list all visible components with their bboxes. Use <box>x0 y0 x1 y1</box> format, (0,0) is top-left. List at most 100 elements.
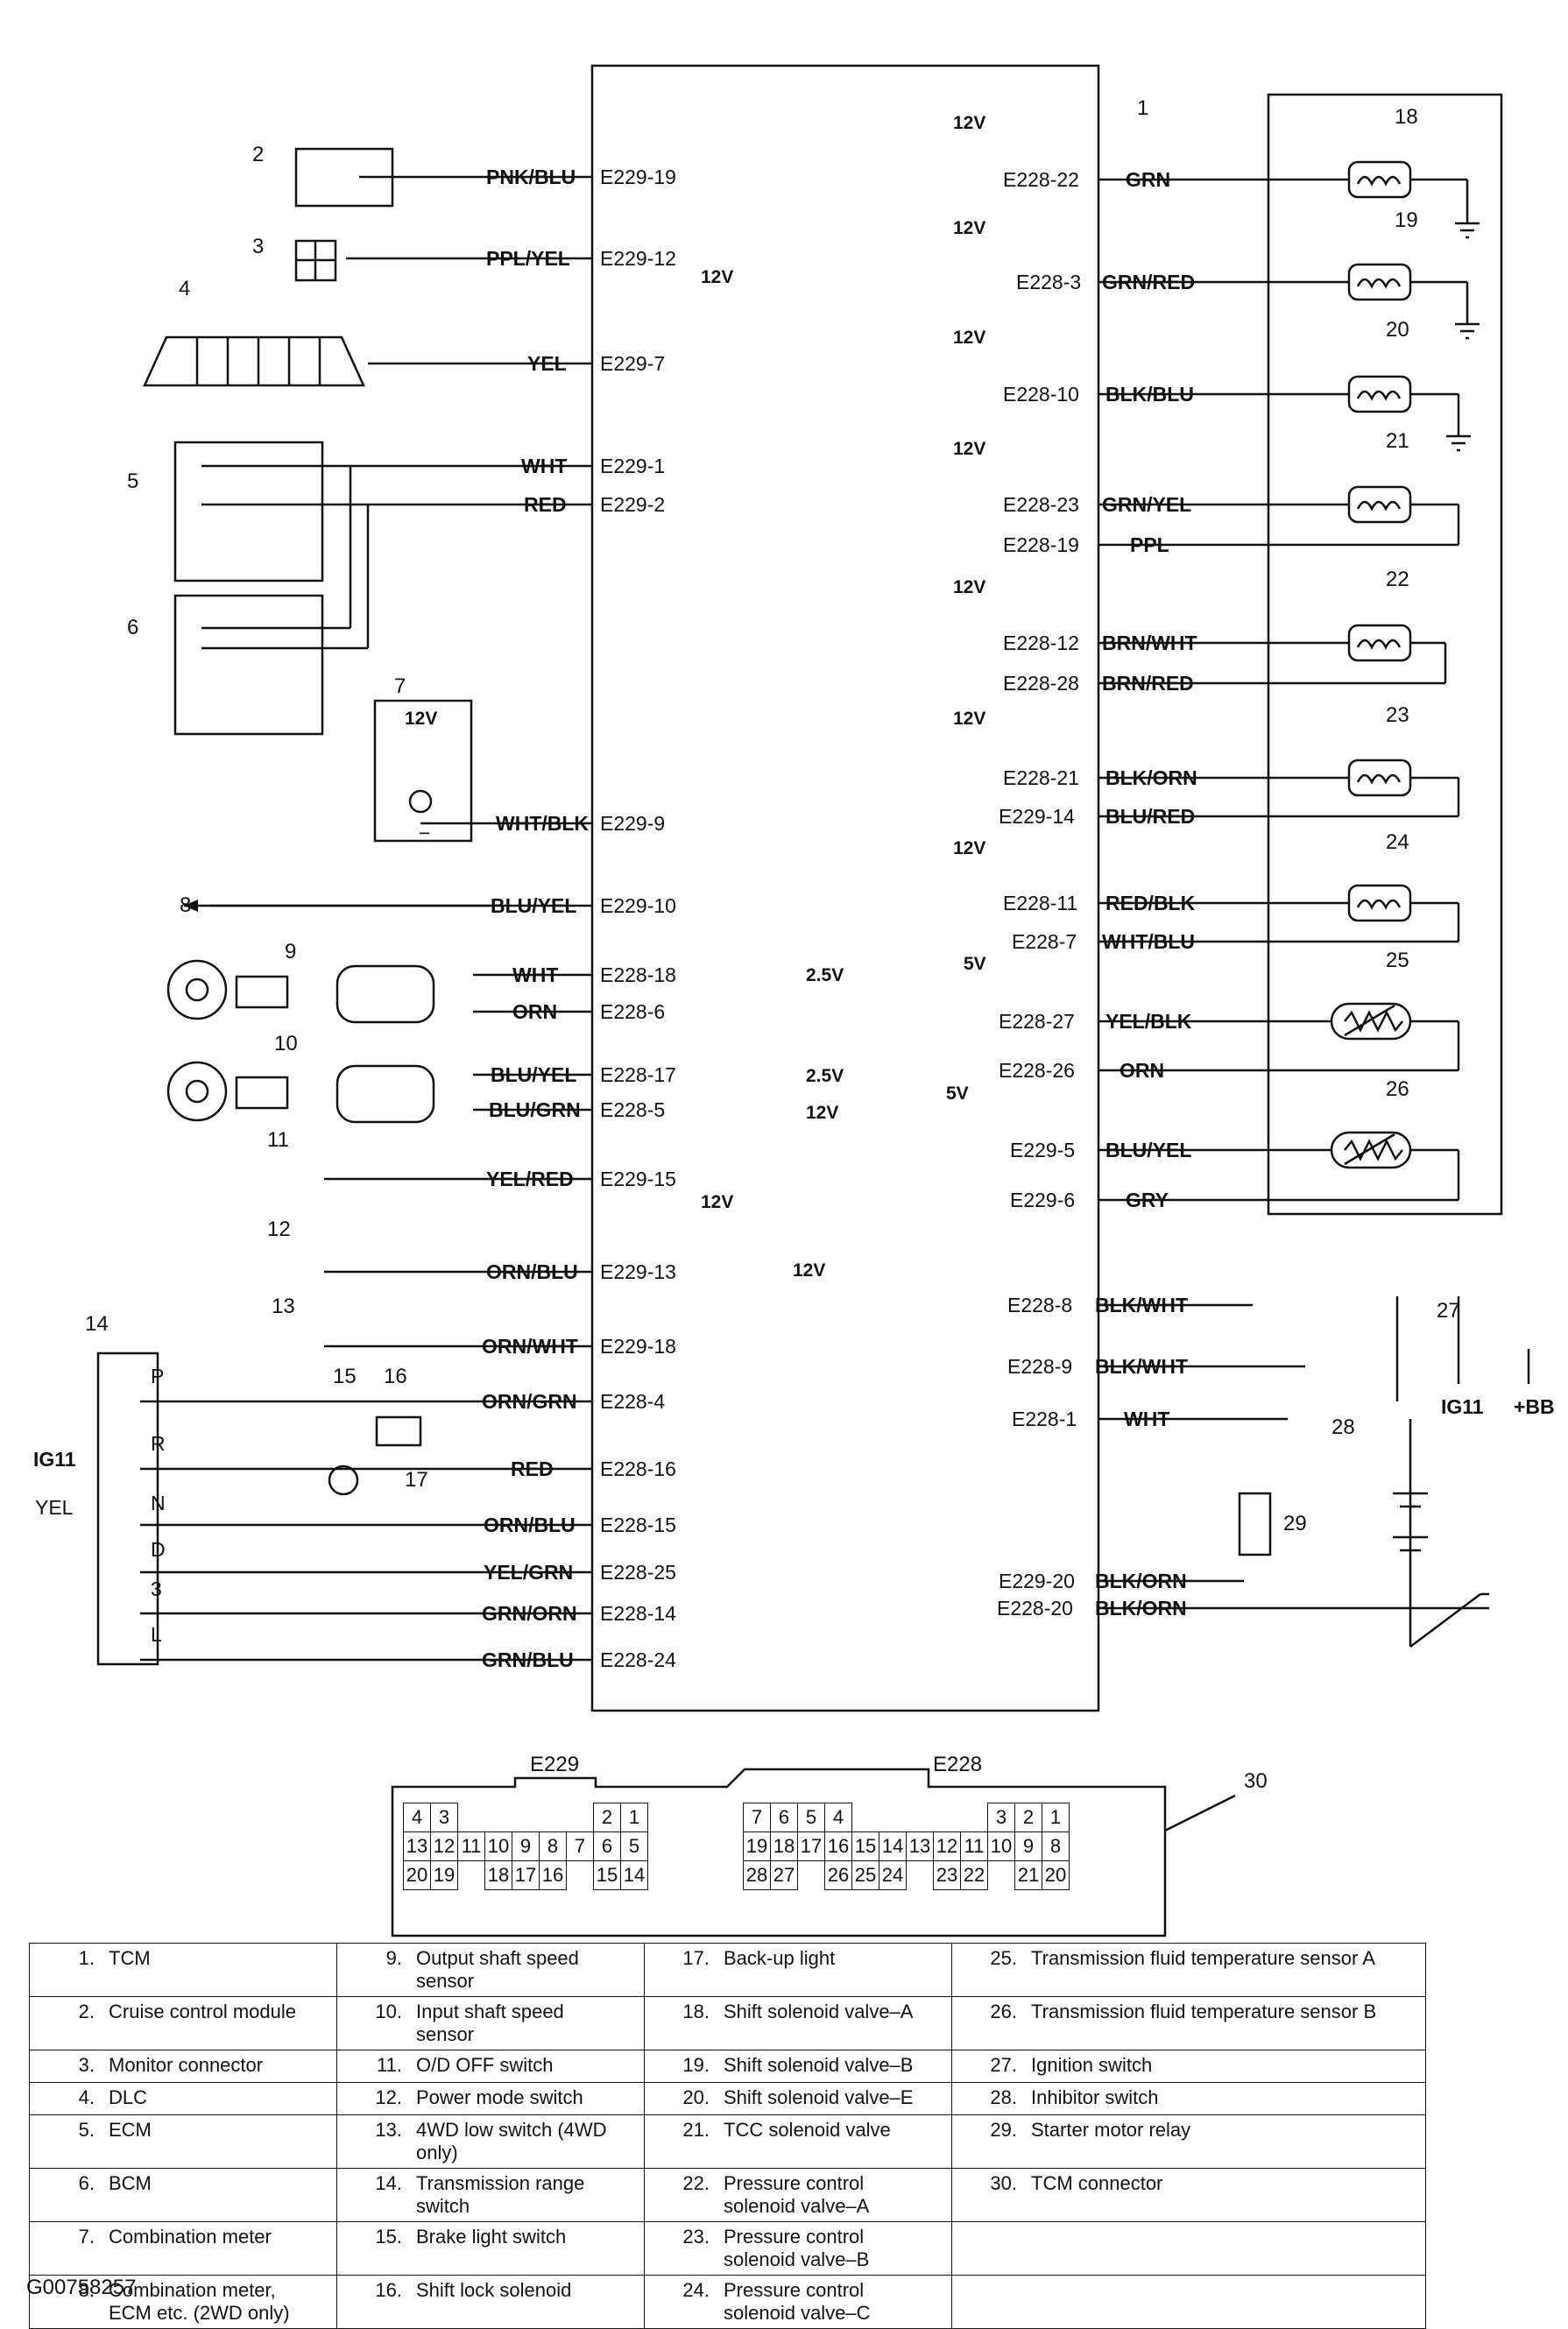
legend-cell: 23.Pressure control solenoid valve–B <box>644 2221 952 2276</box>
legend-number: 4. <box>78 2086 95 2108</box>
solenoid-enclosure <box>1267 93 1503 1216</box>
wire-label: GRN/ORN <box>482 1602 577 1625</box>
legend-number: 22. <box>682 2172 710 2194</box>
connector-pin-cell: 18 <box>770 1831 798 1861</box>
legend-label: Shift lock solenoid <box>416 2279 572 2301</box>
legend-cell: 15.Brake light switch <box>336 2221 645 2276</box>
legend-label: TCC solenoid valve <box>724 2119 891 2141</box>
wire-label: PPL/YEL <box>486 247 570 270</box>
callout: 7 <box>394 674 406 698</box>
wire-label: YEL <box>527 352 567 375</box>
callout: 25 <box>1386 949 1409 972</box>
legend-label: Transmission fluid temperature sensor A <box>1031 1947 1375 1969</box>
pin-label: E228-26 <box>999 1059 1075 1082</box>
legend-number: 9. <box>385 1947 402 1969</box>
legend-cell: 26.Transmission fluid temperature sensor… <box>951 1996 1426 2050</box>
legend-label: Shift solenoid valve–A <box>724 2001 914 2022</box>
connector-pin-cell: 17 <box>797 1831 825 1861</box>
pin-label: E228-4 <box>600 1390 666 1413</box>
connector-pin-cell: 13 <box>906 1831 934 1861</box>
connector-pin-cell <box>798 1861 825 1890</box>
wire-label: GRY <box>1126 1189 1169 1211</box>
wire-label: ORN/BLU <box>486 1260 578 1283</box>
right-components <box>1238 1296 1530 1648</box>
legend-label: TCM <box>109 1947 151 1969</box>
legend-number: 30. <box>990 2172 1017 2194</box>
legend-number: 7. <box>78 2226 95 2248</box>
connector-pin-cell: 17 <box>512 1860 540 1890</box>
pin-label: E228-11 <box>1003 892 1078 914</box>
pin-label: E228-20 <box>997 1597 1073 1620</box>
callout: 14 <box>85 1312 109 1336</box>
connector-pin-cell: 5 <box>620 1831 648 1861</box>
legend-cell: 27.Ignition switch <box>951 2050 1426 2083</box>
callout: 12 <box>267 1217 291 1241</box>
legend-cell: 6.BCM <box>29 2168 337 2222</box>
connector-pin-cell <box>458 1861 485 1890</box>
callout: 21 <box>1386 429 1409 453</box>
legend-cell: 4.DLC <box>29 2082 337 2115</box>
connector-pin-cell: 10 <box>484 1831 512 1861</box>
legend-cell: 21. TCC solenoid valve <box>644 2114 952 2169</box>
connector-pin-cell: 1 <box>1042 1803 1070 1832</box>
connector-pin-cell: 5 <box>797 1803 825 1832</box>
range-pos: L <box>151 1623 162 1646</box>
connector-pin-cell <box>485 1803 512 1832</box>
pin-label: E228-15 <box>600 1514 676 1536</box>
ig11-label: IG11 <box>1441 1395 1484 1418</box>
pin-label: E229-10 <box>600 894 676 917</box>
legend-label: Input shaft speed sensor <box>416 2001 564 2045</box>
callout: 30 <box>1244 1769 1268 1793</box>
pin-label: E229-12 <box>600 247 676 270</box>
pin-label: E229-1 <box>600 455 666 477</box>
connector-pin-cell: 7 <box>566 1831 594 1861</box>
legend-label: Back-up light <box>724 1947 836 1969</box>
legend-number: 29. <box>990 2119 1017 2141</box>
legend-number: 21. <box>682 2119 710 2141</box>
connector-pin-cell: 23 <box>933 1860 961 1890</box>
callout: 5 <box>127 469 139 493</box>
connector-pin-cell: 20 <box>403 1860 431 1890</box>
wire-label: BLU/YEL <box>491 1063 577 1086</box>
connector-pin-cell <box>879 1803 907 1832</box>
legend-number: 5. <box>78 2119 95 2141</box>
connector-pin-cell: 24 <box>879 1860 907 1890</box>
wire-label: GRN <box>1126 168 1171 191</box>
wire-label: ORN <box>1119 1059 1165 1082</box>
pin-label: E229-7 <box>600 352 666 375</box>
left-components <box>96 147 491 1666</box>
legend-cell: 22.Pressure control solenoid valve–A <box>644 2168 952 2222</box>
connector-pin-cell <box>567 1861 594 1890</box>
legend-number: 25. <box>990 1947 1017 1969</box>
legend-number: 14. <box>375 2172 402 2194</box>
legend-label: Transmission fluid temperature sensor B <box>1031 2001 1377 2022</box>
connector-pin-cell: 22 <box>960 1860 988 1890</box>
wire-label: RED/BLK <box>1105 892 1196 914</box>
range-pos: N <box>151 1492 166 1514</box>
pin-label: E229-9 <box>600 812 666 835</box>
range-pos: 3 <box>151 1577 162 1600</box>
bb-label: +BB <box>1514 1395 1555 1418</box>
tcm-connector-outline <box>391 1768 1236 1937</box>
voltage-label: 5V <box>946 1083 969 1104</box>
pin-label: E228-5 <box>600 1098 666 1121</box>
callout: 22 <box>1386 568 1409 591</box>
connector-pin-cell <box>907 1803 934 1832</box>
voltage-label: 12V <box>793 1260 826 1281</box>
range-pos: R <box>151 1432 166 1455</box>
callout: 20 <box>1386 318 1409 342</box>
voltage-label: 2.5V <box>806 965 844 985</box>
pin-label: E228-19 <box>1003 533 1079 556</box>
pin-label: E228-17 <box>600 1063 676 1086</box>
legend-cell: 9. Output shaft speed sensor <box>336 1943 645 1997</box>
legend-label: Output shaft speed sensor <box>416 1947 579 1992</box>
legend-number: 8. <box>78 2279 95 2301</box>
connector-pin-cell: 16 <box>824 1831 852 1861</box>
legend-cell: 16.Shift lock solenoid <box>336 2275 645 2329</box>
legend-cell: 30.TCM connector <box>951 2168 1426 2222</box>
voltage-label: 12V <box>953 439 986 459</box>
wire-label: BLK/ORN <box>1095 1597 1187 1620</box>
callout: 28 <box>1331 1415 1355 1439</box>
connector-pin-cell: 25 <box>851 1860 879 1890</box>
pin-label: E228-8 <box>1007 1294 1073 1316</box>
